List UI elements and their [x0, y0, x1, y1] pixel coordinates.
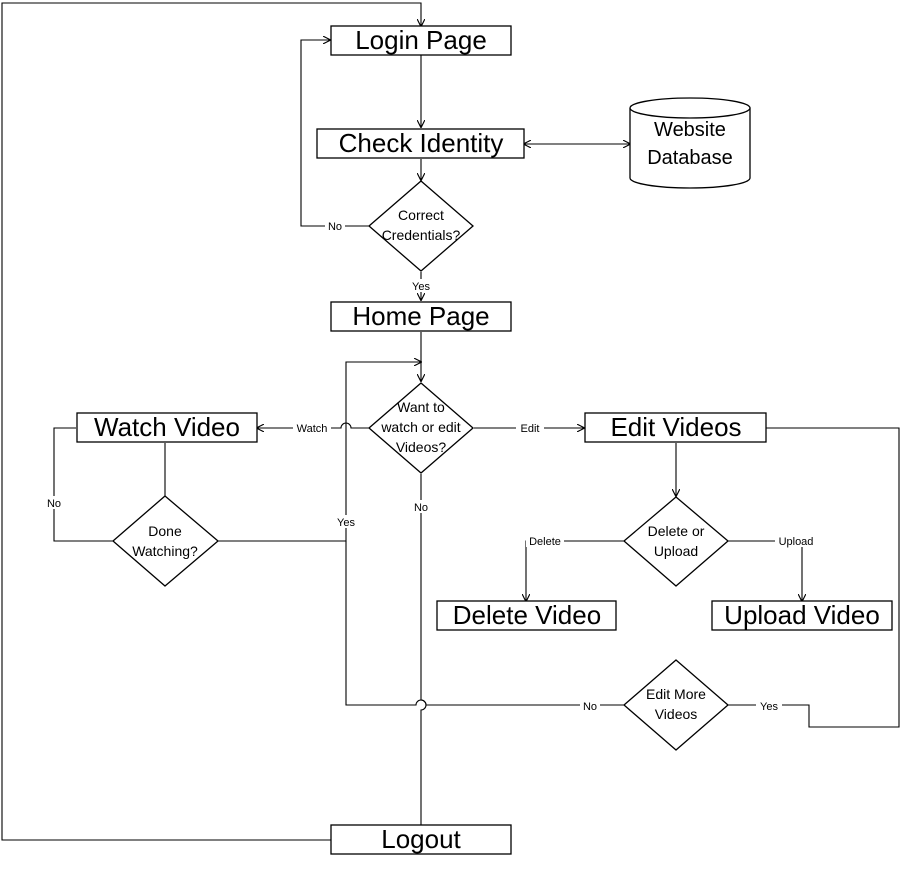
- database-label-line1: Website: [654, 119, 726, 141]
- done-label-line2: Watching?: [132, 543, 198, 559]
- node-delete-or-upload: Delete or Upload: [623, 496, 729, 587]
- connectors: [1, 2, 900, 841]
- node-edit-videos: Edit Videos: [584, 412, 767, 443]
- node-home-page: Home Page: [330, 301, 512, 332]
- edge-labels: No Yes Watch Edit No No Yes Delete Uploa…: [44, 219, 817, 713]
- home-page-label: Home Page: [352, 301, 489, 331]
- edge-label-more-no: No: [583, 701, 597, 713]
- edge-label-credentials-no: No: [328, 221, 342, 233]
- credentials-label-line2: Credentials?: [382, 227, 461, 243]
- delup-label-line2: Upload: [654, 543, 698, 559]
- check-identity-label: Check Identity: [339, 128, 504, 158]
- want-label-line1: Want to: [397, 399, 445, 415]
- login-page-label: Login Page: [355, 25, 487, 55]
- edge-label-upload: Upload: [779, 536, 814, 548]
- edge-label-done-no: No: [47, 498, 61, 510]
- node-delete-video: Delete Video: [436, 600, 617, 631]
- edge-label-credentials-yes: Yes: [412, 281, 430, 293]
- edge-label-want-watch: Watch: [297, 423, 328, 435]
- edge-done-no-to-watch: [53, 427, 113, 542]
- edge-delup-delete: [526, 540, 624, 601]
- edge-label-want-no: No: [414, 502, 428, 514]
- edge-label-want-edit: Edit: [521, 423, 540, 435]
- upload-video-label: Upload Video: [724, 600, 880, 630]
- node-logout: Logout: [330, 824, 512, 855]
- database-label-line2: Database: [647, 147, 733, 169]
- edge-label-done-yes: Yes: [337, 517, 355, 529]
- want-label-line3: Videos?: [396, 439, 447, 455]
- delete-video-label: Delete Video: [453, 600, 601, 630]
- node-want-to-watch-or-edit: Want to watch or edit Videos?: [368, 382, 474, 474]
- credentials-label-line1: Correct: [398, 207, 444, 223]
- watch-video-label: Watch Video: [94, 412, 240, 442]
- want-label-line2: watch or edit: [380, 419, 460, 435]
- more-label-line1: Edit More: [646, 686, 706, 702]
- edge-edit-more-yes-loop: [728, 427, 900, 728]
- done-label-line1: Done: [148, 523, 182, 539]
- node-website-database: Website Database: [629, 97, 751, 189]
- node-watch-video: Watch Video: [76, 412, 258, 443]
- logout-label: Logout: [381, 824, 461, 854]
- edge-label-delete: Delete: [529, 536, 561, 548]
- edge-label-more-yes: Yes: [760, 701, 778, 713]
- node-done-watching: Done Watching?: [112, 495, 220, 587]
- node-login-page: Login Page: [330, 25, 512, 56]
- node-edit-more-videos: Edit More Videos: [623, 659, 729, 751]
- edge-want-no-to-logout: [420, 474, 427, 825]
- more-label-line2: Videos: [655, 706, 698, 722]
- node-upload-video: Upload Video: [711, 600, 893, 631]
- node-correct-credentials: Correct Credentials?: [368, 180, 474, 272]
- edge-edit-more-no: [345, 541, 624, 706]
- edge-delup-upload: [728, 540, 802, 601]
- edge-done-yes-to-want: [218, 362, 421, 542]
- node-check-identity: Check Identity: [316, 128, 525, 159]
- delup-label-line1: Delete or: [648, 523, 705, 539]
- edge-logout-to-login: [1, 2, 421, 841]
- edit-videos-label: Edit Videos: [610, 412, 741, 442]
